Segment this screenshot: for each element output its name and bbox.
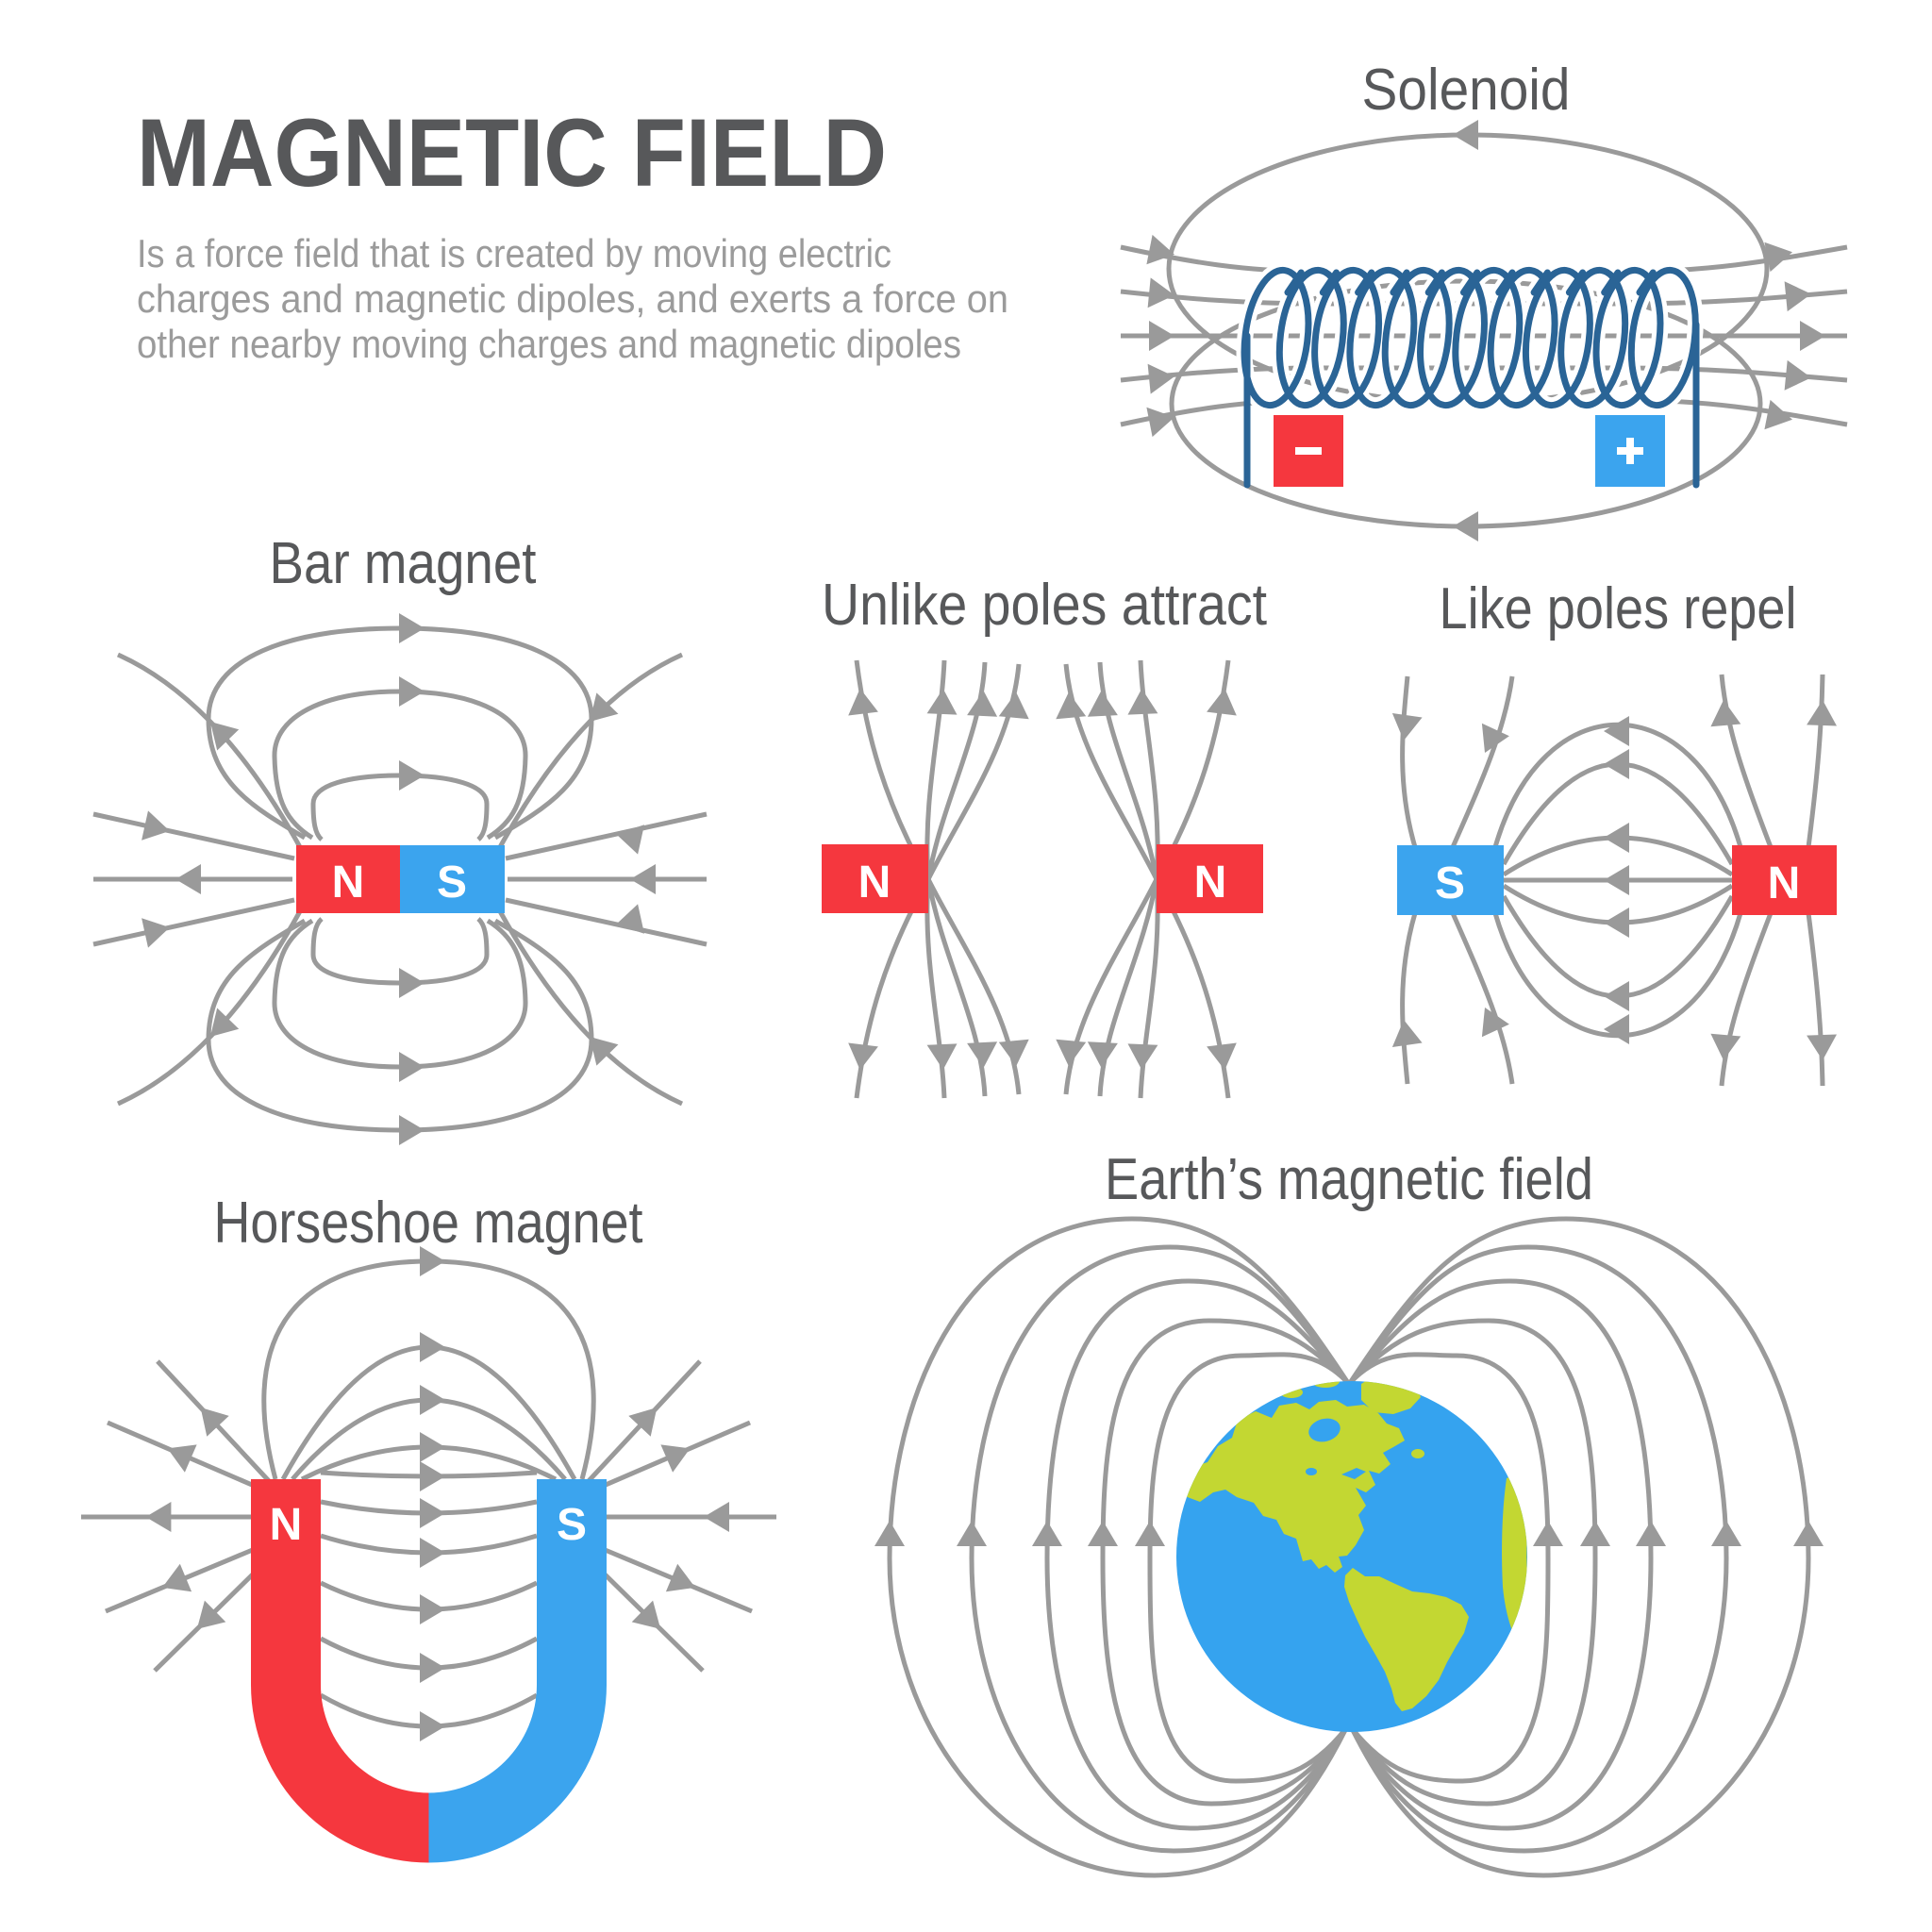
svg-text:Solenoid: Solenoid	[1362, 58, 1571, 123]
svg-text:Bar magnet: Bar magnet	[270, 531, 537, 596]
svg-text:Horseshoe magnet: Horseshoe magnet	[214, 1191, 643, 1256]
svg-text:N: N	[858, 858, 891, 908]
svg-text:charges and magnetic dipoles,: charges and magnetic dipoles, and exerts…	[137, 276, 1008, 321]
svg-text:S: S	[557, 1500, 587, 1550]
svg-text:other nearby moving charges an: other nearby moving charges and magnetic…	[137, 322, 961, 366]
svg-text:S: S	[1435, 858, 1465, 908]
svg-text:N: N	[270, 1500, 303, 1550]
svg-text:Unlike poles attract: Unlike poles attract	[822, 573, 1267, 638]
svg-text:Is a force field that is creat: Is a force field that is created by movi…	[137, 231, 891, 275]
svg-text:S: S	[437, 858, 467, 908]
svg-text:N: N	[1768, 858, 1801, 908]
svg-text:N: N	[1194, 858, 1227, 908]
svg-text:Like poles repel: Like poles repel	[1440, 576, 1797, 641]
svg-text:N: N	[332, 858, 365, 908]
svg-text:Earth’s magnetic field: Earth’s magnetic field	[1105, 1147, 1593, 1212]
svg-text:MAGNETIC FIELD: MAGNETIC FIELD	[137, 99, 887, 207]
